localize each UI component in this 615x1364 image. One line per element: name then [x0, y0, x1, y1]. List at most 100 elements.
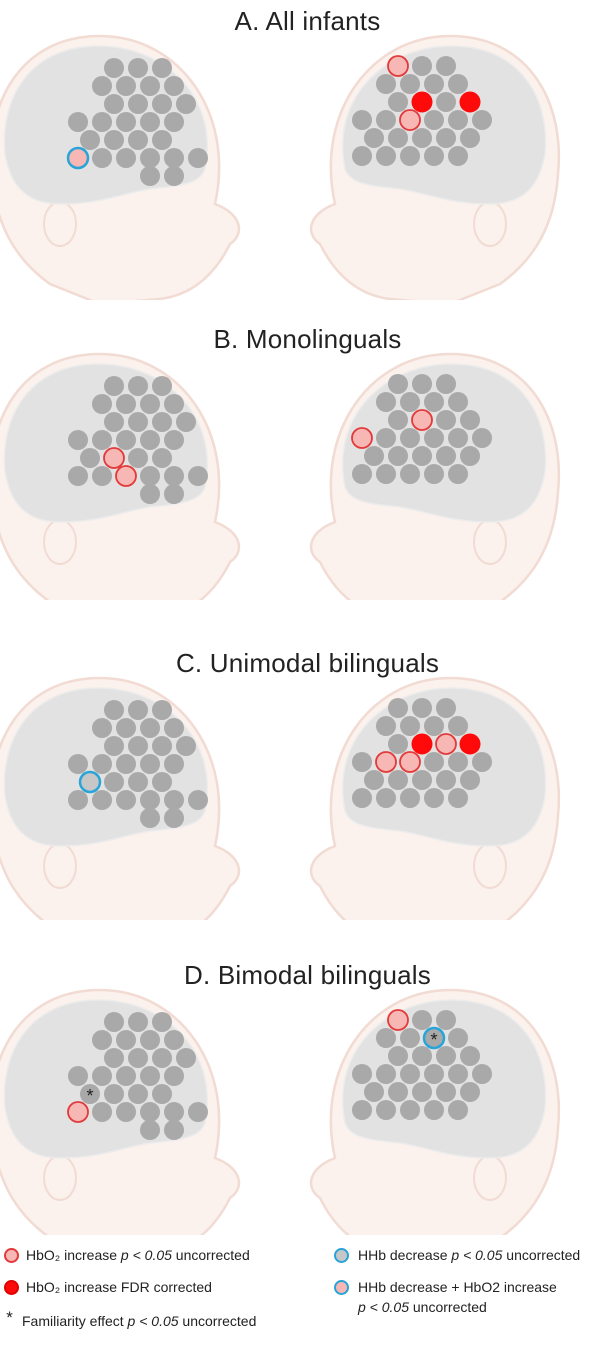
channel — [176, 736, 196, 756]
channel — [188, 790, 208, 810]
channel — [412, 1010, 432, 1030]
channel — [68, 754, 88, 774]
channel — [376, 110, 396, 130]
channel — [104, 58, 124, 78]
channel — [68, 1066, 88, 1086]
channel — [152, 772, 172, 792]
channel — [164, 466, 184, 486]
channel — [188, 148, 208, 168]
channel — [128, 412, 148, 432]
channel — [424, 716, 444, 736]
channel — [152, 448, 172, 468]
panel-title: D. Bimodal bilinguals — [184, 960, 431, 990]
channel — [376, 716, 396, 736]
channel — [412, 698, 432, 718]
channel — [436, 1046, 456, 1066]
channel — [164, 166, 184, 186]
legend-text: Familiarity effect — [22, 1313, 128, 1329]
channel — [364, 1082, 384, 1102]
channel — [92, 430, 112, 450]
channel — [152, 130, 172, 150]
channel — [412, 56, 432, 76]
channel — [388, 1082, 408, 1102]
channel — [116, 1030, 136, 1050]
channel — [400, 716, 420, 736]
channel — [176, 1048, 196, 1068]
channel — [140, 1066, 160, 1086]
channel — [436, 1082, 456, 1102]
channel — [116, 754, 136, 774]
channel — [128, 772, 148, 792]
channel — [436, 410, 456, 430]
heads-figure: ** — [0, 988, 561, 1235]
channel-familiarity — [80, 1084, 100, 1104]
channel — [104, 772, 124, 792]
panel-title: A. All infants — [234, 6, 381, 36]
legend-text: HHb decrease + HbO2 increase — [358, 1279, 557, 1295]
legend-text: uncorrected — [171, 1247, 250, 1263]
channel — [460, 770, 480, 790]
channel — [412, 1046, 432, 1066]
channel — [152, 412, 172, 432]
channel — [460, 128, 480, 148]
panel-title: C. Unimodal bilinguals — [175, 648, 440, 678]
channel — [448, 110, 468, 130]
channel — [152, 700, 172, 720]
channel — [128, 1084, 148, 1104]
legend-p: p < 0.05 — [120, 1247, 172, 1263]
channel — [388, 410, 408, 430]
channel — [424, 110, 444, 130]
channel-hbo2-fdr — [459, 733, 481, 755]
channel — [164, 484, 184, 504]
channel — [152, 376, 172, 396]
channel — [448, 1100, 468, 1120]
channel — [448, 392, 468, 412]
legend-p: p < 0.05 — [451, 1247, 503, 1263]
familiarity-star: * — [430, 1030, 437, 1050]
channel — [424, 752, 444, 772]
channel — [140, 76, 160, 96]
channel — [128, 94, 148, 114]
channel — [128, 130, 148, 150]
channel — [400, 1064, 420, 1084]
channel — [128, 58, 148, 78]
channel — [460, 1046, 480, 1066]
channel — [436, 92, 456, 112]
channel — [164, 394, 184, 414]
channel — [92, 1066, 112, 1086]
legend-hhb-icon — [334, 1248, 349, 1263]
channel-hbo2-fdr — [411, 91, 433, 113]
legend-p: p < 0.05 — [358, 1299, 409, 1315]
channel — [424, 146, 444, 166]
channel-hbo2-uncorrected — [387, 1009, 409, 1031]
channel — [140, 1120, 160, 1140]
channel — [376, 428, 396, 448]
channel — [164, 76, 184, 96]
panel: B. Monolinguals — [0, 300, 615, 600]
channel-hbo2-uncorrected — [411, 409, 433, 431]
channel — [400, 74, 420, 94]
channel — [412, 1082, 432, 1102]
channel — [436, 128, 456, 148]
channel — [140, 790, 160, 810]
channel — [448, 788, 468, 808]
channel — [400, 392, 420, 412]
channel — [116, 76, 136, 96]
channel — [472, 428, 492, 448]
channel — [436, 698, 456, 718]
channel — [152, 1012, 172, 1032]
channel — [92, 754, 112, 774]
channel-hbo2-uncorrected — [435, 733, 457, 755]
channel — [352, 110, 372, 130]
channel — [188, 1102, 208, 1122]
channel — [400, 788, 420, 808]
legend-hhb-hbo2-icon — [334, 1280, 349, 1295]
channel — [376, 464, 396, 484]
channel — [140, 166, 160, 186]
heads-figure — [0, 676, 561, 920]
channel — [128, 1048, 148, 1068]
channel — [388, 92, 408, 112]
channel — [164, 1120, 184, 1140]
channel-hbo2-uncorrected — [351, 427, 373, 449]
channel — [68, 430, 88, 450]
